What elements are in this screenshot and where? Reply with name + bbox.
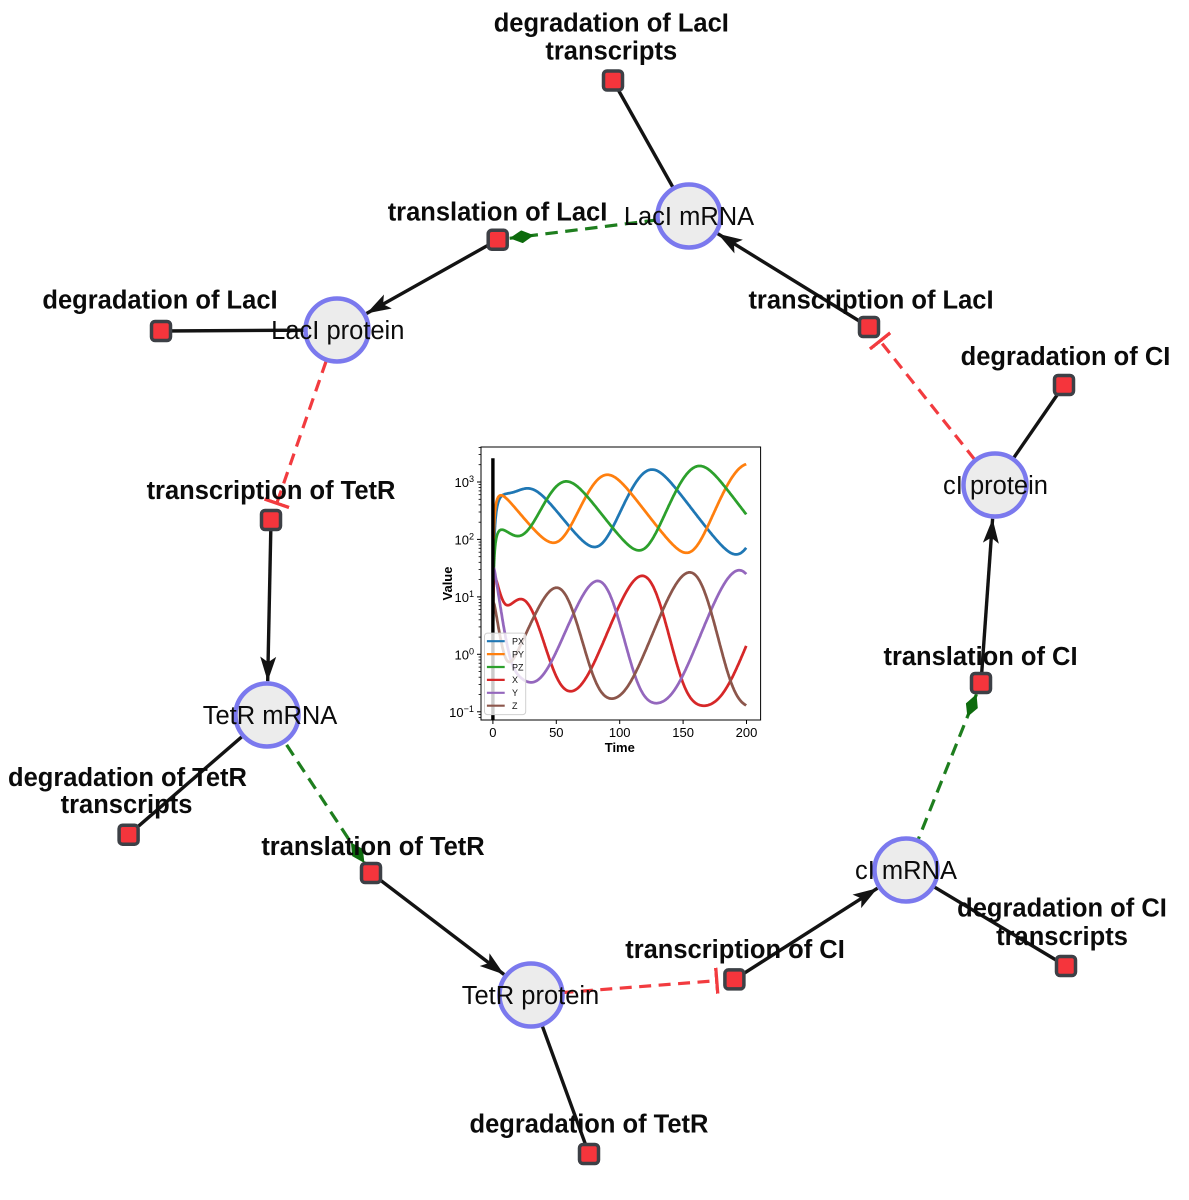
svg-text:transcription of CI: transcription of CI xyxy=(625,936,845,964)
svg-text:degradation of CI: degradation of CI xyxy=(961,343,1171,371)
svg-text:LacI mRNA: LacI mRNA xyxy=(624,203,754,231)
svg-text:X: X xyxy=(512,675,518,685)
svg-text:transcripts: transcripts xyxy=(996,923,1128,951)
svg-text:Y: Y xyxy=(512,688,518,698)
svg-text:0: 0 xyxy=(489,725,496,740)
svg-text:transcripts: transcripts xyxy=(545,38,677,66)
svg-text:degradation of LacI: degradation of LacI xyxy=(494,10,729,38)
svg-text:translation of LacI: translation of LacI xyxy=(388,199,608,227)
svg-text:Time: Time xyxy=(605,740,635,755)
svg-text:LacI protein: LacI protein xyxy=(271,317,404,345)
svg-text:Z: Z xyxy=(512,701,518,711)
svg-text:transcripts: transcripts xyxy=(61,791,193,819)
svg-text:transcription of LacI: transcription of LacI xyxy=(748,287,993,315)
svg-text:degradation of LacI: degradation of LacI xyxy=(42,287,277,315)
svg-text:PY: PY xyxy=(512,649,524,659)
svg-text:cI protein: cI protein xyxy=(943,472,1048,500)
svg-text:Value: Value xyxy=(440,567,455,601)
svg-text:cI mRNA: cI mRNA xyxy=(855,857,957,885)
svg-text:100: 100 xyxy=(609,725,631,740)
svg-text:50: 50 xyxy=(549,725,563,740)
svg-text:degradation of CI: degradation of CI xyxy=(957,895,1167,923)
svg-text:translation of CI: translation of CI xyxy=(883,643,1077,671)
svg-text:translation of TetR: translation of TetR xyxy=(261,833,484,861)
svg-text:PZ: PZ xyxy=(512,662,524,672)
svg-text:transcription of TetR: transcription of TetR xyxy=(147,477,396,505)
svg-text:degradation of TetR: degradation of TetR xyxy=(8,764,247,792)
svg-text:PX: PX xyxy=(512,637,524,647)
svg-text:200: 200 xyxy=(736,725,758,740)
svg-text:150: 150 xyxy=(672,725,694,740)
svg-text:degradation of TetR: degradation of TetR xyxy=(470,1111,709,1139)
svg-text:TetR protein: TetR protein xyxy=(462,982,600,1010)
svg-text:TetR mRNA: TetR mRNA xyxy=(203,702,338,730)
